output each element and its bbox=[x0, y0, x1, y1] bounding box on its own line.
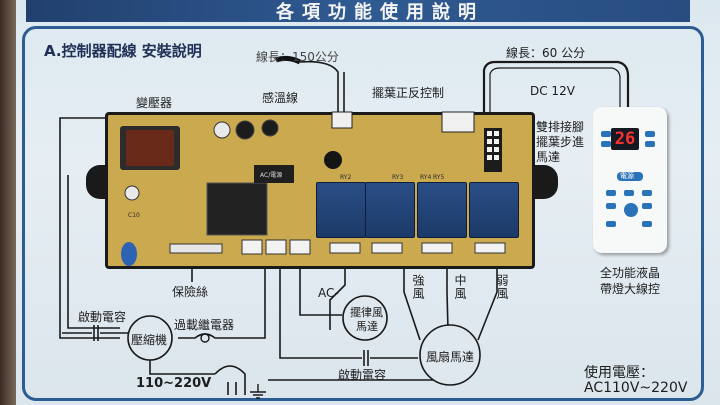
stepper-connector bbox=[484, 128, 502, 172]
ac-terminal-1 bbox=[241, 239, 263, 255]
relay-ry4 bbox=[417, 182, 467, 238]
relay-ry2 bbox=[316, 182, 366, 238]
header-title: 各項功能使用說明 bbox=[276, 2, 484, 23]
mains-plug bbox=[214, 365, 246, 395]
label-supply-value: AC110V~220V bbox=[584, 380, 688, 396]
capacitor-2 bbox=[235, 120, 255, 140]
ground-symbol bbox=[250, 384, 266, 399]
remote-cable-2 bbox=[489, 67, 621, 112]
remote-key bbox=[642, 221, 652, 227]
remote-key bbox=[601, 131, 611, 137]
remote-key bbox=[624, 190, 634, 196]
cap-label: C10 bbox=[128, 212, 140, 219]
out-terminal-3 bbox=[421, 242, 453, 254]
label-remote-desc-2: 帶燈大線控 bbox=[600, 282, 661, 296]
blue-varistor bbox=[121, 242, 137, 266]
ac-minus-wire bbox=[299, 250, 342, 316]
relay-ry3 bbox=[365, 182, 415, 238]
label-supply: 使用電壓： bbox=[584, 365, 654, 381]
remote-key bbox=[606, 221, 616, 227]
label-fan-mid: 中風 bbox=[453, 274, 467, 300]
ac-box-label: AC/電源 bbox=[260, 172, 283, 179]
buzzer bbox=[324, 151, 342, 169]
label-compressor: 壓縮機 bbox=[131, 333, 168, 347]
label-fan-high: 強風 bbox=[411, 274, 425, 300]
table-edge bbox=[0, 0, 16, 405]
remote-key bbox=[606, 190, 616, 196]
sensor-probe bbox=[275, 55, 302, 65]
relay-ry5-label: RY5 bbox=[433, 174, 445, 181]
capacitor-3 bbox=[261, 119, 279, 137]
label-louver-motor-1: 擺律風 bbox=[350, 306, 383, 319]
swing-connector bbox=[441, 111, 475, 133]
compressor-circle bbox=[127, 315, 173, 361]
fan-motor-circle bbox=[419, 324, 481, 386]
remote-key bbox=[606, 203, 616, 209]
label-temp-sensor: 感溫線 bbox=[262, 91, 299, 105]
remote-key bbox=[645, 131, 655, 137]
ac-terminal-3 bbox=[289, 239, 311, 255]
label-start-cap-bottom: 啟動電容 bbox=[338, 368, 387, 382]
louver-motor-circle bbox=[342, 295, 388, 341]
relay-ry4-label: RY4 bbox=[420, 174, 432, 181]
relay-ry3-label: RY3 bbox=[392, 174, 404, 181]
label-voltage-range: 110~220V bbox=[136, 376, 212, 391]
remote-power-label: 電源 bbox=[620, 172, 634, 180]
transformer-wire bbox=[59, 117, 148, 339]
ac-terminal-2 bbox=[265, 239, 287, 255]
label-fuse: 保險絲 bbox=[172, 285, 209, 299]
label-swing-control: 擺葉正反控制 bbox=[372, 86, 445, 100]
label-dual-pin-2: 擺葉步進 bbox=[536, 135, 585, 149]
out-terminal-2 bbox=[371, 242, 403, 254]
label-ac-minus: AC- bbox=[318, 286, 339, 300]
capacitor-1 bbox=[213, 121, 231, 139]
header-band: 各項功能使用說明 bbox=[26, 0, 690, 23]
remote-display: 26 bbox=[611, 128, 639, 150]
label-cable-length-sensor: 線長：150公分 bbox=[256, 50, 339, 64]
sensor-connector bbox=[331, 111, 353, 129]
remote-key bbox=[645, 141, 655, 147]
overload-relay-symbol bbox=[200, 333, 210, 343]
remote-key bbox=[601, 141, 611, 147]
out-terminal-1 bbox=[329, 242, 361, 254]
label-dc-voltage: DC 12V bbox=[530, 84, 575, 98]
label-dual-pin-3: 馬達 bbox=[536, 150, 561, 164]
label-fan-motor: 風扇馬達 bbox=[426, 350, 475, 364]
label-transformer: 變壓器 bbox=[136, 96, 173, 110]
remote-power-button bbox=[617, 172, 643, 181]
ac-power-block bbox=[206, 182, 268, 236]
label-remote-desc-1: 全功能液晶 bbox=[600, 266, 661, 280]
sensor-cable bbox=[299, 60, 339, 112]
label-louver-motor-2: 馬達 bbox=[356, 320, 378, 333]
remote-key bbox=[642, 203, 652, 209]
out-terminal-4 bbox=[474, 242, 506, 254]
mains-wire bbox=[227, 382, 237, 395]
remote-cable bbox=[482, 60, 630, 112]
section-title: A.控制器配線 安裝說明 bbox=[44, 42, 202, 60]
relay-ry2-label: RY2 bbox=[340, 174, 352, 181]
cap-bottom-wire bbox=[279, 252, 418, 359]
capacitor-4 bbox=[124, 185, 140, 201]
label-fan-low: 弱風 bbox=[495, 274, 509, 300]
transformer-wire-2 bbox=[67, 175, 120, 329]
section-frame bbox=[22, 26, 704, 401]
relay-ry5 bbox=[469, 182, 519, 238]
remote-arrow-key bbox=[624, 203, 638, 217]
label-dual-pin-1: 雙排接腳 bbox=[536, 120, 585, 134]
label-overload-relay: 過載繼電器 bbox=[174, 318, 235, 332]
remote-key bbox=[642, 190, 652, 196]
fuse-component bbox=[169, 243, 223, 254]
label-start-cap-left: 啟動電容 bbox=[78, 310, 127, 324]
label-cable-length-remote: 線長：60 公分 bbox=[506, 46, 586, 60]
